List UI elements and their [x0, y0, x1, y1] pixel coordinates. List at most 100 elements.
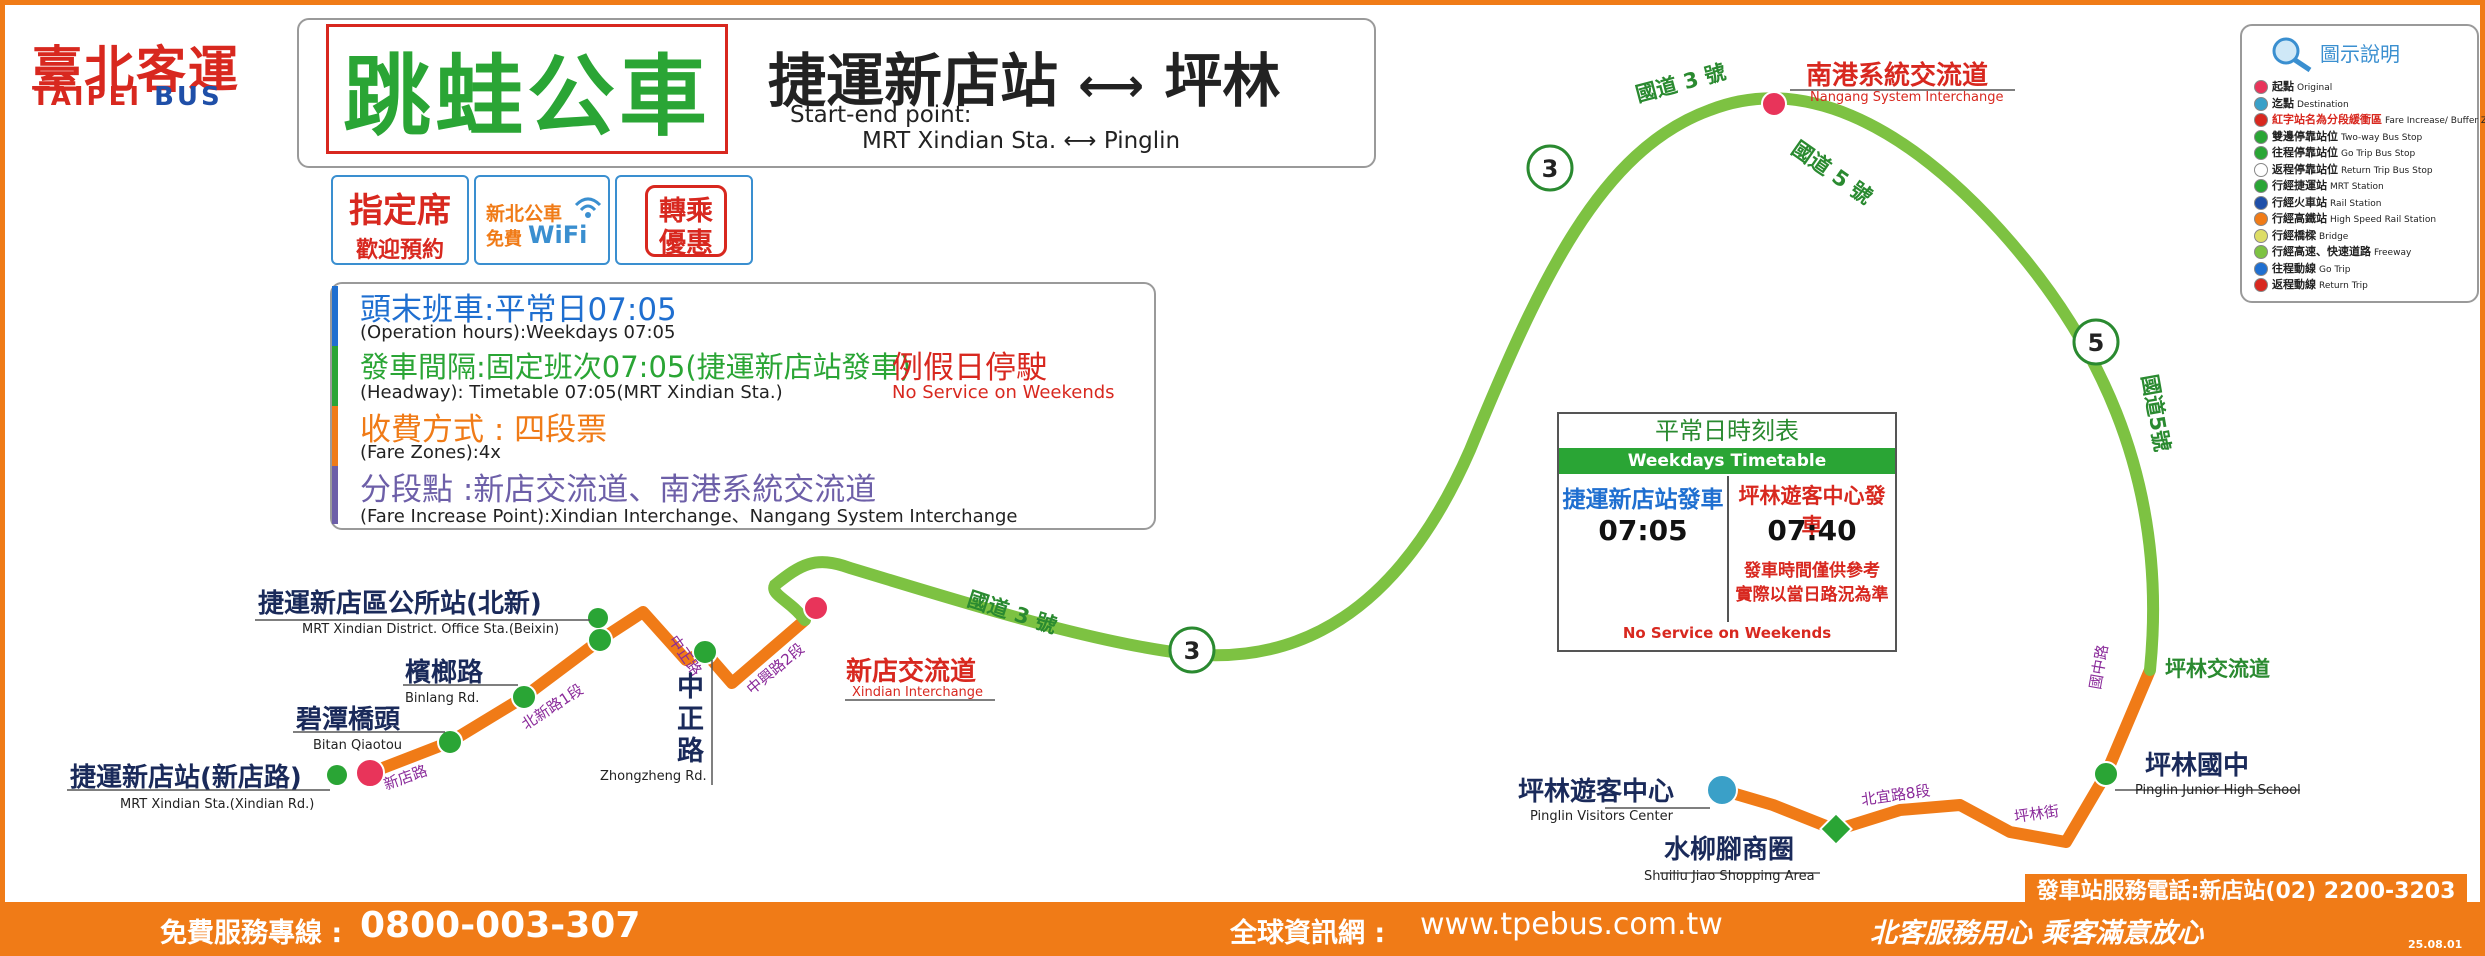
headway-en: (Headway): Timetable 07:05(MRT Xindian S… [360, 382, 783, 403]
timetable-col1-head: 捷運新店站發車 [1562, 487, 1724, 513]
legend-label-en: Return Trip [2319, 281, 2368, 291]
legend-label-en: Destination [2297, 99, 2349, 110]
legend-label-en: Go Trip Bus Stop [2341, 149, 2416, 159]
brand-title: 跳蛙公車 [326, 24, 728, 154]
legend-label-en: MRT Station [2330, 182, 2384, 192]
stop-label-s3-en: Binlang Rd. [405, 691, 479, 706]
legend-label-en: Go Trip [2319, 264, 2351, 275]
stop-label-s4-zh: 捷運新店區公所站(北新) [258, 588, 542, 619]
legend-symbol-icon [2254, 212, 2268, 226]
road-label-r6: 國道 3 號 [1633, 60, 1728, 107]
timetable-title-zh: 平常日時刻表 [1655, 417, 1799, 445]
hours-zh: 頭末班車:平常日07:05 [360, 292, 677, 328]
website-label: 全球資訊網 : [1230, 918, 1386, 949]
legend-label-zh: 雙邊停靠站位 [2272, 129, 2338, 143]
stop-label-s5-en: Zhongzheng Rd. [600, 769, 707, 784]
timetable-note-2: 實際以當日路況為準 [1735, 585, 1889, 605]
freeway-shield-3a: 3 [1526, 144, 1574, 192]
stop-label-s9-zh: 坪林國中 [2145, 751, 2249, 781]
print-date: 25.08.01 [2408, 938, 2463, 951]
legend-label-en: Return Trip Bus Stop [2341, 165, 2433, 176]
mrt-icon-start [327, 765, 347, 785]
stop-label-s11-en: Pinglin Visitors Center [1530, 809, 1674, 824]
stop-marker-zhongzheng [692, 639, 718, 665]
station-phone: 發車站服務電話:新店站(02) 2200-3203 [2025, 874, 2467, 904]
legend-label-zh: 行經捷運站 [2272, 179, 2327, 192]
route-beiyi-road [1720, 667, 2156, 848]
magnifier-icon [2272, 37, 2312, 73]
timetable-col2-head: 坪林遊客中心發車 [1738, 484, 1886, 538]
timetable-panel: 平常日時刻表 Weekdays Timetable 捷運新店站發車 07:05 … [1557, 412, 1897, 652]
stop-marker-bitan [437, 729, 463, 755]
legend-label-en: High Speed Rail Station [2330, 215, 2437, 225]
hotline-number: 0800-003-307 [360, 905, 641, 946]
legend-title: 圖示說明 [2320, 42, 2400, 66]
legend-label-zh: 起點 [2272, 80, 2294, 93]
freeway-shield-3b: 3 [1168, 626, 1216, 674]
stop-marker-binlang [511, 684, 537, 710]
legend-label-zh: 往程停靠站位 [2272, 146, 2338, 159]
legend-symbol-icon [2254, 96, 2268, 111]
slogan: 北客服務用心 乘客滿意放心 [1870, 918, 2204, 949]
legend-symbol-icon [2254, 113, 2268, 127]
stop-marker-end [1706, 774, 1738, 806]
legend-symbol-icon [2254, 228, 2268, 243]
stop-label-s7-en: Nangang System Interchange [1810, 90, 2003, 105]
svg-text:5: 5 [2088, 329, 2105, 357]
legend-label-zh: 行經火車站 [2272, 195, 2327, 209]
route-en-label: Start-end point: [790, 102, 972, 128]
legend-label-en: Two-way Bus Stop [2341, 132, 2423, 143]
legend-label-zh: 行經高鐵站 [2272, 212, 2327, 225]
stop-label-s7-zh: 南港系統交流道 [1806, 60, 1988, 91]
website-url[interactable]: www.tpebus.com.tw [1420, 907, 1723, 942]
legend-label-zh: 迄點 [2272, 96, 2294, 110]
legend-label-zh: 返程停靠站位 [2272, 162, 2338, 176]
stop-label-s8-zh: 坪林交流道 [2165, 657, 2270, 681]
legend-symbol-icon [2254, 80, 2268, 94]
route-name-en: MRT Xindian Sta. ⟷ Pinglin [862, 128, 1181, 154]
legend-label-zh: 行經高速、快速道路 [2272, 245, 2371, 258]
service-info-panel: 頭末班車:平常日07:05 (Operation hours):Weekdays… [330, 282, 1156, 530]
legend-symbol-icon [2254, 162, 2268, 177]
stop-marker-junior-high [2093, 761, 2119, 787]
legend-symbol-icon [2254, 245, 2268, 259]
weekend-zh: 例假日停駛 [892, 350, 1047, 386]
stop-label-s10-zh: 水柳腳商圈 [1664, 834, 1794, 865]
stop-label-s10-en: Shuiliu Jiao Shopping Area [1644, 869, 1815, 884]
company-logo-zh: 臺北客運 [32, 41, 240, 99]
fare-point-nangang [1761, 91, 1787, 117]
stop-label-s1-en: MRT Xindian Sta.(Xindian Rd.) [120, 797, 314, 812]
headway-zh: 發車間隔:固定班次07:05(捷運新店站發車) [360, 350, 911, 384]
stop-marker-shuiliu [1819, 812, 1853, 846]
legend-symbol-icon [2254, 129, 2268, 144]
stop-label-s2-zh: 碧潭橋頭 [295, 705, 401, 735]
legend-label-en: Bridge [2319, 231, 2349, 242]
weekend-en: No Service on Weekends [892, 382, 1115, 403]
road-label-r11: 國中路 [2086, 643, 2112, 690]
footer-bar [0, 902, 2485, 956]
legend-label-en: Freeway [2374, 248, 2412, 258]
timetable-col2-time: 07:40 [1767, 514, 1857, 547]
timetable-footer: No Service on Weekends [1622, 624, 1832, 642]
legend-label-zh: 往程動線 [2272, 261, 2316, 275]
timetable-title-en: Weekdays Timetable [1559, 448, 1895, 474]
legend-symbol-icon [2254, 179, 2268, 193]
stop-label-s3-zh: 檳榔路 [405, 657, 484, 688]
road-label-r7: 國道 5 號 [1787, 136, 1876, 209]
timetable-note-1: 發車時間僅供參考 [1744, 561, 1880, 581]
timetable-col1-time: 07:05 [1598, 514, 1688, 547]
fare-increase-en: (Fare Increase Point):Xindian Interchang… [360, 506, 1018, 527]
reserved-seat-badge: 指定席 歡迎預約 [331, 175, 469, 265]
legend-label-zh: 返程動線 [2272, 278, 2316, 291]
fare-increase-zh: 分段點 :新店交流道、南港系統交流道 [360, 472, 877, 508]
